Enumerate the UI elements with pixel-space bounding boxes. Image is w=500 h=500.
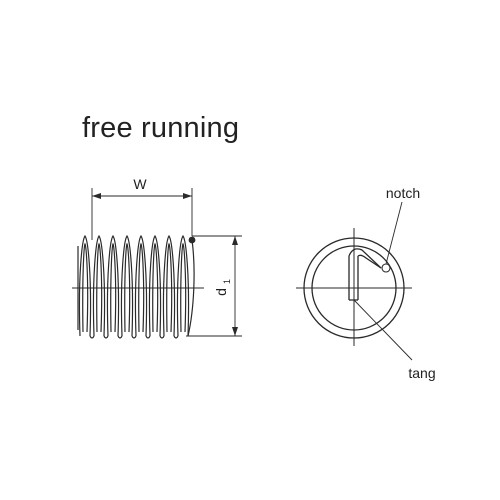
coil-loop-outer: [162, 234, 176, 337]
coil-link: [131, 335, 137, 339]
coil-link: [145, 335, 151, 339]
coil-loop-outer: [92, 234, 106, 337]
coil-loop-outer: [148, 234, 162, 337]
diameter-dimension: [186, 235, 242, 337]
width-label: W: [133, 176, 147, 192]
coil-link: [117, 335, 123, 339]
coil-loop-inner: [180, 242, 187, 333]
coil-end-view: [296, 228, 412, 346]
coil-loop-outer: [78, 234, 92, 337]
coil-loop-inner: [138, 242, 145, 333]
coil-loop-outer: [106, 234, 120, 337]
coil-loop-outer: [176, 234, 190, 337]
notch-mark: [381, 263, 391, 273]
diagram-title: free running: [82, 112, 240, 144]
notch-label: notch: [386, 185, 420, 201]
notch-leader: [385, 201, 403, 265]
coil-link: [159, 335, 165, 339]
tang-bar: [348, 248, 382, 301]
coil-loop-inner: [152, 242, 159, 333]
tang-leader: [353, 299, 413, 361]
coil-loop-inner: [166, 242, 173, 333]
coil-link: [89, 335, 95, 339]
coil-loop-outer: [120, 234, 134, 337]
coil-link: [103, 335, 109, 339]
coil-loop-inner: [110, 242, 117, 333]
inner-ring: [311, 245, 397, 331]
outer-ring: [303, 237, 405, 339]
coil-loop-inner: [82, 242, 89, 333]
diameter-label-subscript: 1: [222, 279, 232, 284]
diameter-label-main: d: [213, 288, 229, 296]
diameter-label: d 1: [213, 279, 232, 296]
coil-link: [173, 335, 179, 339]
coil-side-view: [77, 234, 195, 339]
coil-loop-inner: [124, 242, 131, 333]
width-dimension: [91, 188, 193, 240]
coil-right-end: [187, 239, 195, 337]
coil-loop-inner: [96, 242, 103, 333]
tang-end-dot: [188, 236, 196, 244]
tang-label: tang: [408, 365, 435, 381]
coil-loop-outer: [134, 234, 148, 337]
